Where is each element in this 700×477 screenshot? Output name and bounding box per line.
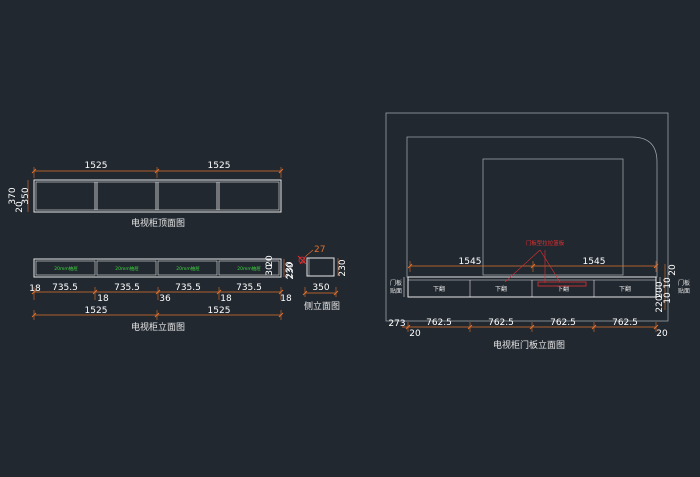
top-view-dim-left-20: 20: [15, 201, 25, 213]
front-view-drawer-1: [35, 260, 96, 276]
top-view: 1525 1525 370 20 350 电视柜顶面图: [8, 161, 284, 229]
door-view-dim-bottom-1: 762.5: [426, 318, 452, 328]
front-view-dim-right-30: 30: [265, 264, 275, 276]
door-view-title: 电视柜门板立面图: [493, 339, 565, 351]
door-view-dim-right-10a: 10: [663, 277, 673, 289]
door-view-dim-bottom-2: 762.5: [488, 318, 514, 328]
front-view-dim-mid-1: 735.5: [52, 283, 78, 293]
front-view-drawer-label-1: 20mm抽屉: [54, 265, 78, 272]
front-view-drawer-label-3: 20mm抽屉: [176, 265, 200, 272]
front-view-drawer-3: [157, 260, 218, 276]
top-view-dim-1: 1525: [85, 161, 108, 171]
front-view-dim-mid-3: 735.5: [175, 283, 201, 293]
front-view-dim-mid-2: 735.5: [114, 283, 140, 293]
door-view-note: 门板型拉拉篮板: [526, 239, 565, 247]
top-view-dim-2: 1525: [208, 161, 231, 171]
front-view-dim-small-4: 18: [220, 294, 232, 304]
door-view-right-label-2: 贴面: [678, 287, 690, 295]
front-view-dim-small-3: 36: [159, 294, 171, 304]
wall-niche-outline: [406, 136, 658, 278]
tv-outline: [482, 158, 624, 276]
door-view-dim-bottom-3: 762.5: [550, 318, 576, 328]
door-view-left-label-1: 门板: [390, 279, 402, 287]
side-view-dim-bottom: 350: [312, 283, 329, 293]
front-view-dim-small-5: 18: [280, 294, 292, 304]
door-view-dim-right-10b: 10: [663, 292, 673, 304]
side-view-title: 侧立面图: [304, 300, 340, 312]
top-view-dim-left-350: 350: [21, 187, 31, 204]
front-view-dim-small-1: 18: [29, 284, 41, 294]
front-view-dim-total-1: 1525: [85, 306, 108, 316]
door-view-dim-top-2: 1545: [583, 257, 606, 267]
front-view-dim-total-2: 1525: [208, 306, 231, 316]
side-view-outline: [306, 257, 335, 277]
door-view-dim-right-200: 200: [655, 281, 665, 298]
top-view-title: 电视柜顶面图: [131, 217, 185, 229]
top-view-outline: [33, 179, 282, 213]
side-view-dim-top: 27: [314, 245, 325, 255]
front-view-title: 电视柜立面图: [131, 321, 185, 333]
side-view: 27 230 230 350 侧立面图: [285, 245, 348, 312]
door-label-3: 下翻: [557, 285, 569, 293]
door-label-1: 下翻: [433, 285, 445, 293]
front-view-dim-right-20: 20: [265, 255, 275, 267]
front-view-dim-right-230: 230: [286, 262, 296, 279]
door-view-dim-bottom-small-2: 20: [656, 329, 668, 339]
door-view-right-label-1: 门板: [678, 279, 690, 287]
front-view-dim-small-2: 18: [97, 294, 109, 304]
door-view-dim-right-220: 220: [655, 295, 665, 312]
front-view-drawer-label-2: 20mm抽屉: [115, 265, 139, 272]
wall-outline: [385, 112, 669, 322]
front-view-drawer-2: [96, 260, 157, 276]
door-view-dim-bottom-4: 762.5: [612, 318, 638, 328]
door-view-dim-bottom-left: 273: [388, 319, 405, 329]
side-view-dim-right: 230: [338, 259, 348, 276]
front-view-outline: [33, 258, 282, 278]
front-view-drawer-4: [218, 260, 280, 276]
side-view-dim-left: 230: [285, 261, 295, 278]
front-view-drawer-label-4: 20mm抽屉: [237, 265, 261, 272]
door-view-left-label-2: 贴面: [390, 287, 402, 295]
door-view-dim-bottom-small-1: 20: [409, 329, 421, 339]
door-label-4: 下翻: [619, 285, 631, 293]
front-view-dim-mid-4: 735.5: [236, 283, 262, 293]
door-view-dim-right-20: 20: [668, 264, 678, 276]
door-label-2: 下翻: [495, 285, 507, 293]
door-panel-view: 1545 1545 下翻 下翻 下翻 下翻 门板型拉拉篮板 门板 贴面 门板 贴…: [385, 112, 690, 351]
top-view-dim-left-370: 370: [8, 187, 18, 204]
front-view: 20mm抽屉 20mm抽屉 20mm抽屉 20mm抽屉 230 20 30 73…: [29, 255, 296, 333]
door-view-dim-top-1: 1545: [459, 257, 482, 267]
door-view-red-highlight: [537, 281, 587, 287]
